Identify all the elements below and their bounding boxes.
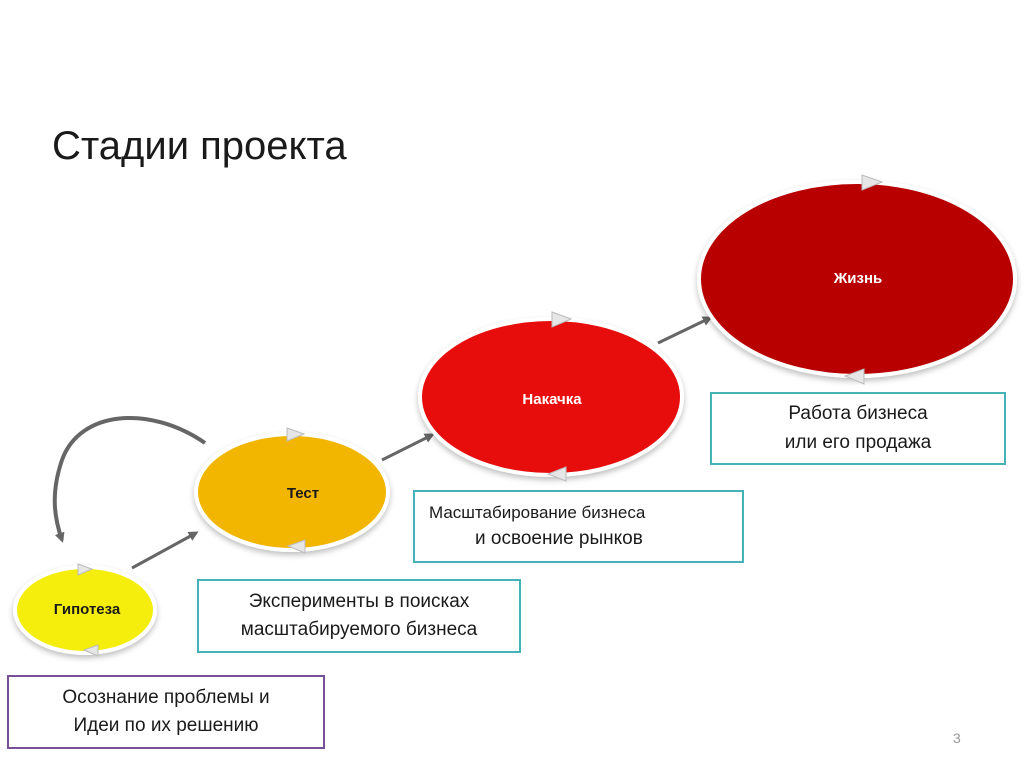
stage-label-life: Жизнь [833,270,883,287]
arrow-hypothesis-to-test [131,531,199,570]
description-line: и освоение рынков [475,528,643,549]
cycle-marker [843,368,865,385]
stage-label-test: Тест [286,485,320,502]
cycle-marker [286,539,306,554]
cycle-marker [77,563,94,576]
arrow-test-to-pump [381,433,435,462]
arrow-pump-to-life [657,316,713,345]
cycle-marker [861,174,884,191]
page-number: 3 [953,730,961,746]
stage-label-pump: Накачка [522,391,582,408]
description-box-hypothesis: Осознание проблемы и Идеи по их решению [7,675,325,749]
description-line: масштабируемого бизнеса [240,619,478,640]
slide-title: Стадии проекта [52,124,347,168]
description-box-pump: Масштабирование бизнеса и освоение рынко… [413,490,744,563]
cycle-markers [77,174,884,657]
cycle-marker [551,311,573,328]
feedback-loop-arrow [52,415,207,543]
description-line: или его продажа [784,431,932,453]
description-line: Осознание проблемы и [62,686,270,708]
description-line: Эксперименты в поисках [248,590,470,612]
cycle-marker [286,427,306,442]
stage-label-hypothesis: Гипотеза [53,601,121,618]
cycle-marker [546,466,567,482]
description-box-life: Работа бизнеса или его продажа [710,392,1006,465]
description-box-test: Эксперименты в поисках масштабируемого б… [197,579,521,653]
description-line: Идеи по их решению [73,715,259,736]
cycle-marker [82,644,99,657]
description-line: Работа бизнеса [788,403,928,424]
description-line: Масштабирование бизнеса [429,502,646,522]
